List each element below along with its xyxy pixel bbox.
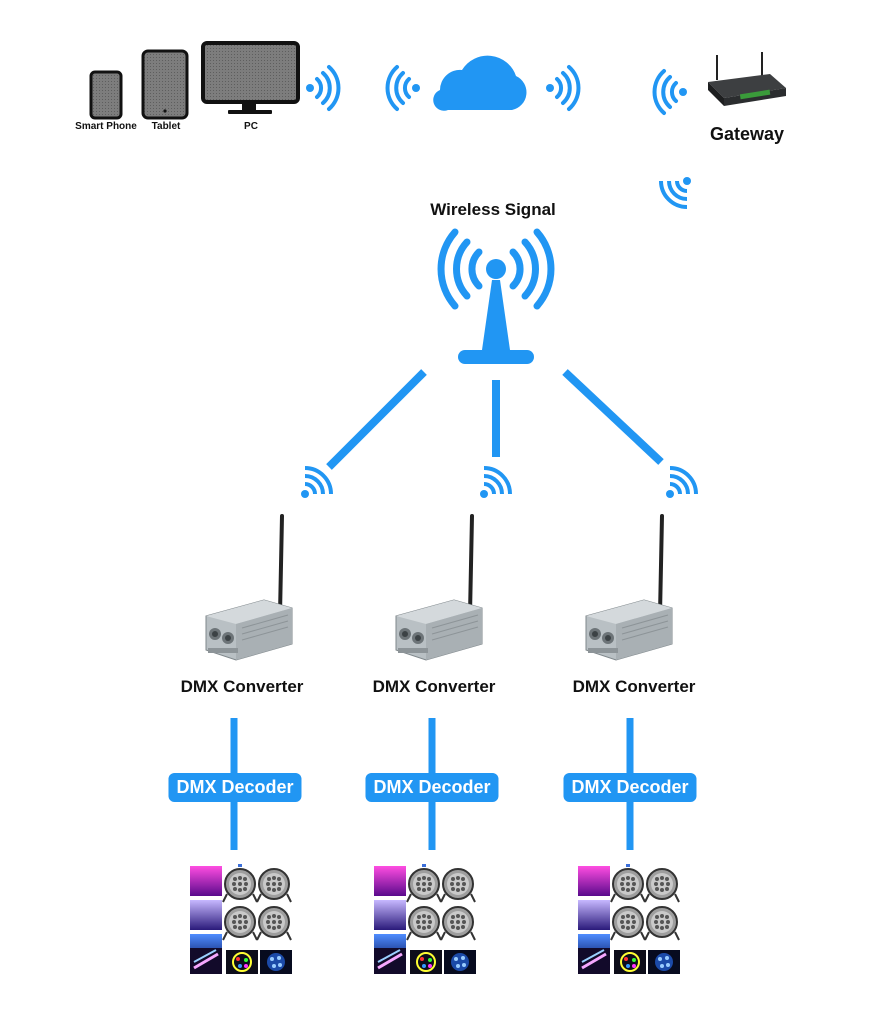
wifi-signal-icon bbox=[664, 466, 698, 500]
connection-line bbox=[326, 369, 427, 470]
wifi-signal-icon bbox=[478, 466, 512, 500]
tablet-icon bbox=[141, 49, 189, 120]
broadcast-waves-icon bbox=[437, 228, 555, 310]
gateway-label: Gateway bbox=[709, 124, 785, 144]
dmx-converter-label: DMX Converter bbox=[572, 677, 696, 696]
pc-monitor-icon bbox=[201, 41, 300, 114]
stage-lights-image bbox=[190, 864, 292, 974]
smartphone-label: Smart Phone bbox=[75, 121, 137, 132]
dmx-converter-device-icon bbox=[204, 514, 294, 662]
dmx-decoder-badge: DMX Decoder bbox=[365, 773, 499, 802]
wifi-waves-icon bbox=[385, 65, 422, 111]
tablet-label: Tablet bbox=[151, 121, 181, 132]
dmx-converter-device-icon bbox=[394, 514, 484, 662]
wifi-waves-icon bbox=[544, 65, 581, 111]
wireless-tower-icon bbox=[458, 259, 534, 364]
wifi-signal-icon bbox=[659, 175, 693, 209]
gateway-device-icon bbox=[708, 52, 786, 106]
dmx-converter-device-icon bbox=[584, 514, 674, 662]
wifi-signal-icon bbox=[299, 466, 333, 500]
stage-lights-image bbox=[374, 864, 476, 974]
wifi-waves-icon bbox=[304, 65, 341, 111]
dmx-converter-label: DMX Converter bbox=[372, 677, 496, 696]
dmx-converter-label: DMX Converter bbox=[180, 677, 304, 696]
pc-label: PC bbox=[244, 121, 258, 132]
dmx-decoder-badge: DMX Decoder bbox=[563, 773, 697, 802]
dmx-decoder-badge: DMX Decoder bbox=[168, 773, 302, 802]
wifi-waves-icon bbox=[652, 69, 689, 115]
stage-lights-image bbox=[578, 864, 680, 974]
smartphone-icon bbox=[89, 70, 123, 120]
wireless-signal-label: Wireless Signal bbox=[430, 200, 556, 219]
cloud-icon bbox=[433, 55, 527, 111]
connection-line bbox=[562, 369, 664, 465]
